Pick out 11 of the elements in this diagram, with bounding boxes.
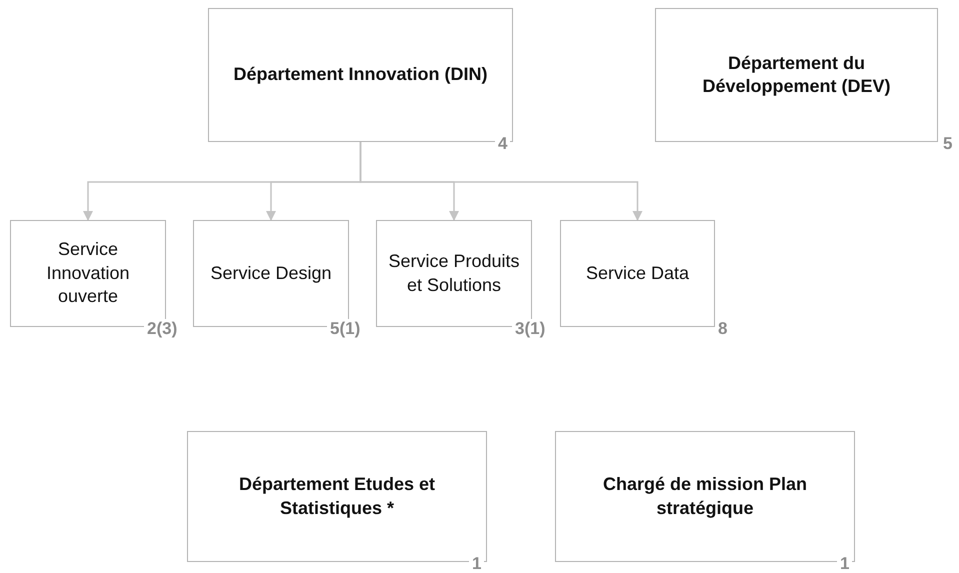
box-title: Chargé de mission Plan stratégique (602, 473, 808, 520)
box-title: Département Etudes et Statistiques * (238, 473, 436, 520)
box-title: Service Produits et Solutions (387, 250, 521, 296)
box-title: Département du Développement (DEV) (701, 52, 892, 98)
box-title: Département Innovation (DIN) (233, 63, 488, 86)
connector-arrow (360, 142, 642, 221)
org-box (655, 8, 938, 142)
box-title: Service Design (210, 262, 332, 285)
box-title: Service Innovation ouverte (45, 238, 131, 308)
org-box (560, 220, 715, 327)
box-title: Service Data (586, 262, 690, 285)
